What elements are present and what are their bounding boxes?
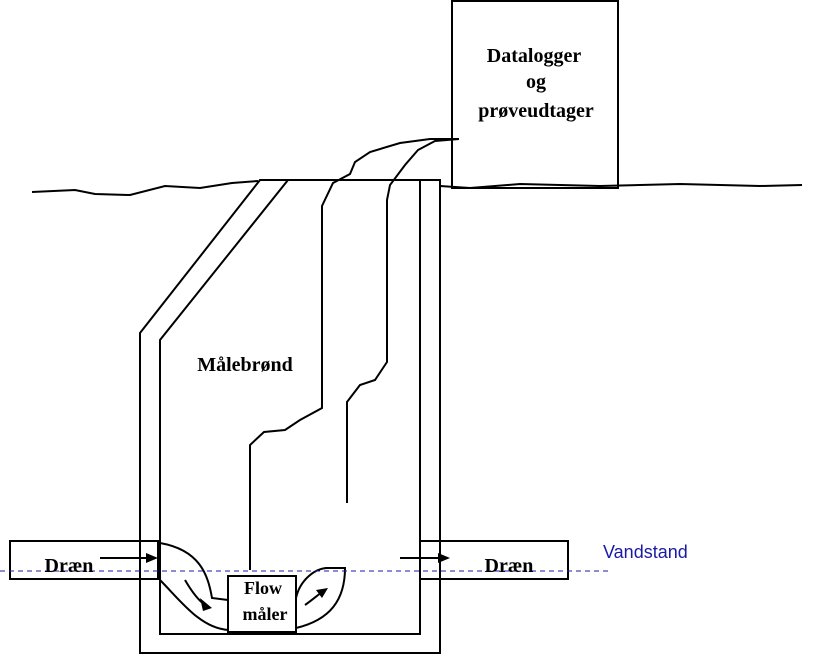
flow-meter-label-2: måler — [243, 604, 288, 624]
well-inner-wall — [159, 179, 421, 635]
flow-channel-out-outer — [295, 567, 347, 629]
datalogger-box — [451, 0, 619, 189]
flow-meter-box — [227, 575, 297, 633]
datalogger-label-2: og — [526, 71, 546, 93]
ground-line — [31, 180, 803, 197]
drain-right-label: Dræn — [485, 555, 534, 577]
cable-2 — [346, 138, 460, 503]
drain-pipe-left — [9, 540, 159, 580]
flow-channel-lower — [159, 579, 229, 631]
drain-left-label: Dræn — [45, 555, 94, 577]
datalogger-label-3: prøveudtager — [478, 100, 594, 122]
arrow-out-head — [438, 553, 450, 563]
water-level-label: Vandstand — [603, 542, 688, 562]
arrow-up-head — [316, 588, 328, 598]
cable-1 — [249, 138, 459, 570]
flow-meter-label-1: Flow — [244, 578, 282, 598]
arrow-down-head — [200, 598, 212, 611]
arrow-in-head — [146, 553, 158, 563]
well-label: Målebrønd — [197, 354, 293, 376]
drain-pipe-right — [419, 540, 569, 580]
flow-channel-upper — [159, 542, 229, 601]
flow-channel-out-inner — [295, 567, 329, 599]
datalogger-label-1: Datalogger — [487, 45, 582, 67]
well-outer-wall — [139, 179, 441, 654]
